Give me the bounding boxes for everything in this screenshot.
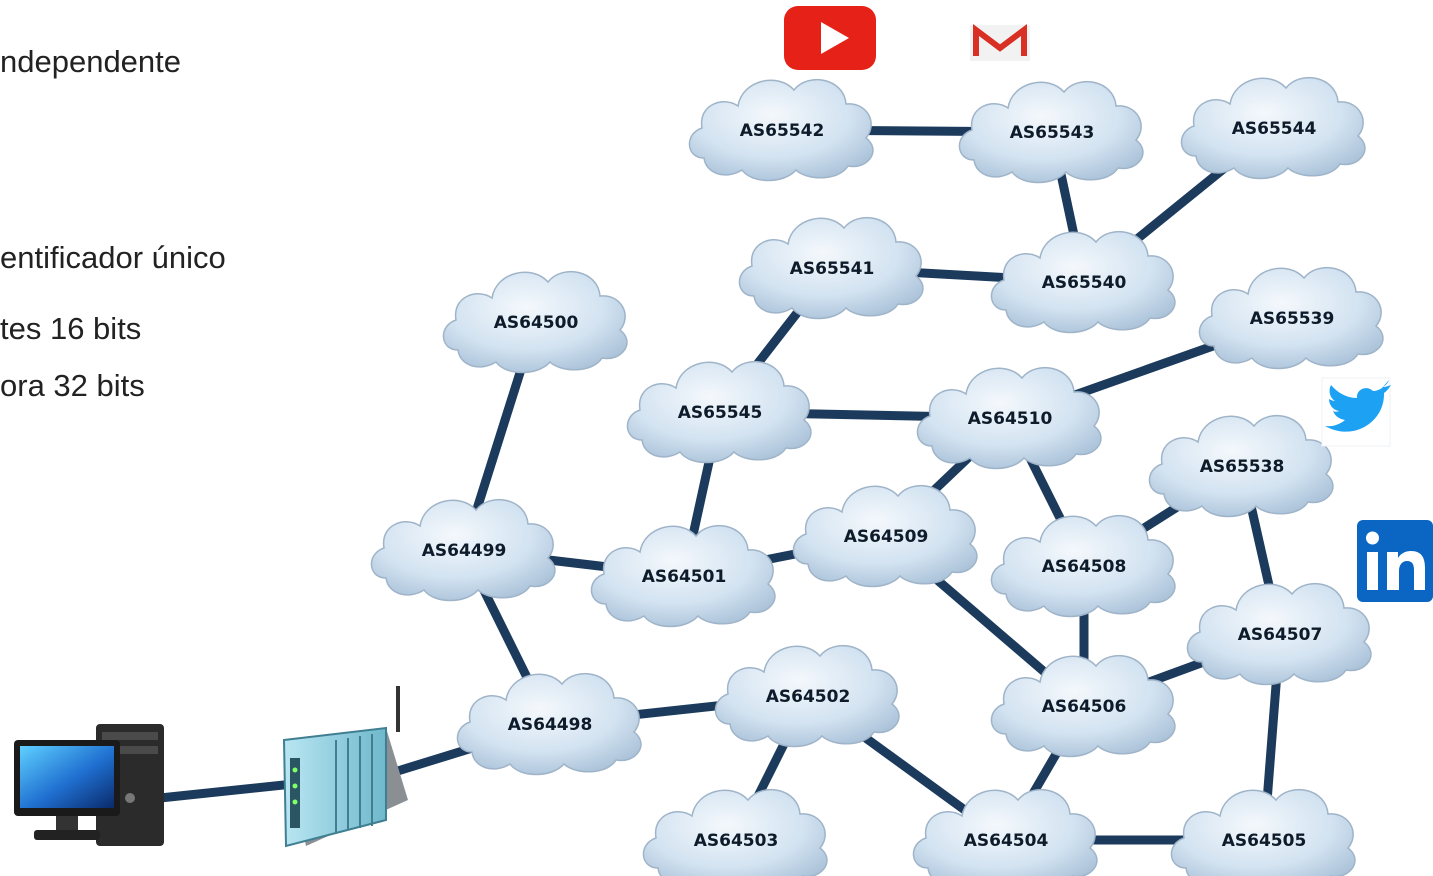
cloud-icon: [456, 672, 642, 776]
as-node-as64507: AS64507: [1186, 582, 1372, 686]
cloud-icon: [590, 524, 776, 628]
as-label: AS64501: [642, 567, 727, 587]
slide-text-line-3: tes 16 bits: [0, 311, 142, 346]
as-label: AS65540: [1042, 273, 1127, 293]
linkedin-logo: [1357, 520, 1433, 602]
as-label: AS64504: [964, 831, 1049, 851]
as-label: AS64509: [844, 527, 929, 547]
cloud-icon: [738, 216, 924, 320]
cloud-icon: [370, 498, 556, 602]
cloud-icon: [1180, 76, 1366, 180]
gmail-logo: [970, 24, 1030, 61]
as-label: AS64506: [1042, 697, 1127, 717]
slide-text-line-1: ndependente: [0, 44, 182, 79]
as-label: AS65544: [1232, 119, 1317, 139]
as-label: AS64508: [1042, 557, 1127, 577]
as-label: AS65545: [678, 403, 763, 423]
cloud-icon: [626, 360, 812, 464]
as-label: AS64499: [422, 541, 507, 561]
cloud-icon: [642, 788, 828, 876]
cloud-icon: [990, 230, 1176, 334]
as-node-as65538: AS65538: [1148, 414, 1334, 518]
as-label: AS65541: [790, 259, 875, 279]
as-node-as64503: AS64503: [642, 788, 828, 876]
as-node-as64500: AS64500: [442, 270, 628, 374]
cloud-icon: [714, 644, 900, 748]
as-node-as65540: AS65540: [990, 230, 1176, 334]
youtube-logo: [784, 6, 876, 70]
cloud-icon: [1148, 414, 1334, 518]
desktop-computer-icon: [14, 724, 164, 846]
cloud-icon: [442, 270, 628, 374]
as-node-as64506: AS64506: [990, 654, 1176, 758]
as-label: AS65543: [1010, 123, 1095, 143]
cloud-icon: [958, 80, 1144, 184]
slide-text-line-4: ora 32 bits: [0, 368, 145, 403]
cloud-icon: [792, 484, 978, 588]
as-label: AS64503: [694, 831, 779, 851]
as-node-as65543: AS65543: [958, 80, 1144, 184]
cloud-icon: [916, 366, 1102, 470]
as-node-as64504: AS64504: [912, 788, 1098, 876]
as-node-as64502: AS64502: [714, 644, 900, 748]
as-label: AS64502: [766, 687, 851, 707]
cloud-icon: [1198, 266, 1384, 370]
cloud-icon: [990, 514, 1176, 618]
as-node-as64498: AS64498: [456, 672, 642, 776]
as-label: AS65539: [1250, 309, 1335, 329]
as-label: AS64507: [1238, 625, 1323, 645]
as-node-as64499: AS64499: [370, 498, 556, 602]
as-node-as64508: AS64508: [990, 514, 1176, 618]
cloud-icon: [688, 78, 874, 182]
cloud-icon: [1186, 582, 1372, 686]
as-node-as64501: AS64501: [590, 524, 776, 628]
as-node-as65539: AS65539: [1198, 266, 1384, 370]
cloud-icon: [990, 654, 1176, 758]
as-label: AS64505: [1222, 831, 1307, 851]
as-label: AS65542: [740, 121, 825, 141]
as-node-as65544: AS65544: [1180, 76, 1366, 180]
slide-text-line-2: entificador único: [0, 240, 226, 275]
cloud-icon: [912, 788, 1098, 876]
router-icon: [282, 686, 408, 848]
as-node-as65542: AS65542: [688, 78, 874, 182]
as-node-as64510: AS64510: [916, 366, 1102, 470]
as-label: AS65538: [1200, 457, 1285, 477]
cloud-icon: [1170, 788, 1356, 876]
as-node-as65541: AS65541: [738, 216, 924, 320]
as-label: AS64500: [494, 313, 579, 333]
as-node-as64505: AS64505: [1170, 788, 1356, 876]
twitter-logo: [1321, 377, 1391, 447]
as-label: AS64498: [508, 715, 593, 735]
as-node-as64509: AS64509: [792, 484, 978, 588]
as-node-as65545: AS65545: [626, 360, 812, 464]
as-label: AS64510: [968, 409, 1053, 429]
